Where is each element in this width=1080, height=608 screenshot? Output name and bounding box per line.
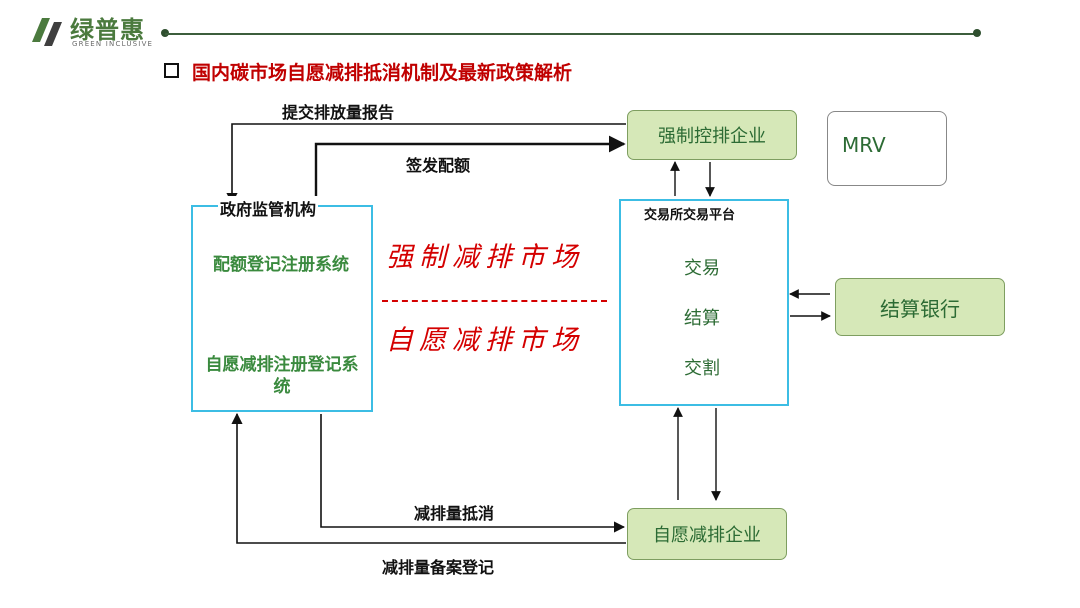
exchange-deliver: 交割 <box>684 358 720 379</box>
voluntary-market-label: 自愿减排市场 <box>386 325 584 356</box>
mrv-box <box>827 111 947 186</box>
market-divider <box>382 300 607 302</box>
header-line-end-dot <box>973 29 981 37</box>
brand-name: 绿普惠 <box>70 16 145 44</box>
logo-icon <box>32 18 62 46</box>
title-bullet-icon <box>164 63 179 78</box>
gov-supervision-box <box>191 205 373 412</box>
brand-subtitle: GREEN INCLUSIVE <box>72 40 154 48</box>
quota-registry-system: 配额登记注册系统 <box>213 255 349 275</box>
page-title: 国内碳市场自愿减排抵消机制及最新政策解析 <box>192 62 573 84</box>
arrow-submit-report <box>226 123 626 205</box>
gov-supervision-header: 政府监管机构 <box>218 196 319 220</box>
arrow-offset <box>320 414 626 533</box>
voluntary-enterprise-label: 自愿减排企业 <box>653 525 761 546</box>
submit-report-label: 提交排放量报告 <box>282 103 395 122</box>
exchange-trade: 交易 <box>684 258 720 279</box>
exchange-platform-header: 交易所交易平台 <box>644 208 736 223</box>
offset-label: 减排量抵消 <box>414 504 495 523</box>
exchange-platform-box <box>619 199 789 406</box>
record-register-label: 减排量备案登记 <box>382 558 495 577</box>
voluntary-enterprise-box: 自愿减排企业 <box>627 508 787 560</box>
mandatory-enterprise-label: 强制控排企业 <box>658 126 766 147</box>
arrow-record-register <box>231 412 626 544</box>
mrv-label: MRV <box>842 133 886 157</box>
header-divider <box>165 33 977 35</box>
exchange-settle: 结算 <box>684 308 720 329</box>
settlement-bank-label: 结算银行 <box>880 296 960 321</box>
settlement-bank-box: 结算银行 <box>835 278 1005 336</box>
voluntary-registry-system: 自愿减排注册登记系统 <box>205 355 359 397</box>
issue-quota-label: 签发配额 <box>406 156 471 175</box>
mandatory-enterprise-box: 强制控排企业 <box>627 110 797 160</box>
arrow-issue-quota <box>314 135 626 203</box>
mandatory-market-label: 强制减排市场 <box>386 242 584 273</box>
